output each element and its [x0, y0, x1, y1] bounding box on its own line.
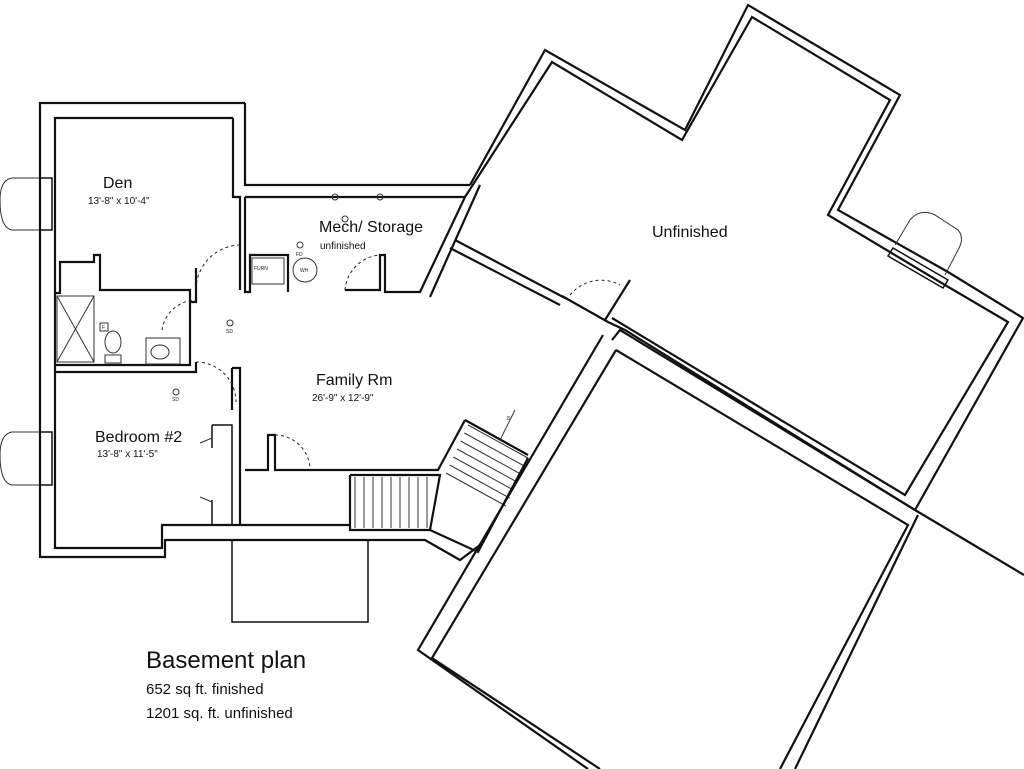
- family-south-wall: [245, 433, 310, 472]
- den-bath-partition: [55, 253, 198, 304]
- stair-arrow: [499, 409, 516, 441]
- den-east-wall: [243, 103, 470, 187]
- west-wing-walls: [38, 101, 470, 559]
- stair-tread: [464, 432, 525, 467]
- east-wing-walls: [416, 3, 1024, 769]
- stair-label: 8: [507, 416, 510, 422]
- east-window-frame: [886, 246, 950, 290]
- den-east-wall-inner: [231, 118, 242, 290]
- caption-finished: 652 sq ft. finished: [146, 681, 264, 698]
- bedroom-name: Bedroom #2: [95, 429, 182, 446]
- unfinished-west-partition-2: [449, 247, 561, 306]
- furnace-label: FURN: [254, 266, 268, 272]
- stair-tread: [460, 440, 521, 475]
- bath-door-swing: [161, 299, 197, 331]
- bedroom-door-swing: [195, 361, 237, 403]
- family-name: Family Rm: [316, 372, 392, 389]
- toilet-tank: [104, 354, 122, 364]
- detector-mech: [341, 215, 349, 223]
- inner-wall-west: [53, 116, 245, 550]
- west-windows: [0, 177, 53, 486]
- family-south-east-wall: [464, 419, 529, 456]
- mech-south-wall: [345, 196, 466, 294]
- center-walls: [231, 184, 529, 623]
- east-window-well: [894, 211, 962, 276]
- smoke-detector-icon-2: [172, 388, 180, 396]
- closet-wall: [212, 424, 233, 525]
- furnace: [251, 257, 285, 285]
- plan-caption: Basement plan 652 sq ft. finished 1201 s…: [146, 647, 306, 722]
- bedroom-dims: 13'-8" x 11'-5": [97, 449, 158, 460]
- unfinished-name: Unfinished: [652, 224, 728, 241]
- stair-edge: [429, 457, 529, 554]
- stair-tread: [445, 472, 507, 507]
- smoke-detectors: SD SD: [172, 319, 234, 403]
- stair-tread: [456, 448, 518, 483]
- vent-1: [331, 193, 339, 201]
- water-heater: [292, 257, 318, 283]
- bedroom-window: [39, 431, 53, 486]
- den-window: [39, 177, 53, 231]
- mech-fixtures: FURN WH FD: [251, 193, 384, 285]
- fan-label: F: [102, 325, 105, 331]
- stair-tread: [467, 424, 529, 459]
- den-name: Den: [103, 175, 132, 192]
- bath-bedroom-partition: [55, 302, 192, 367]
- caption-title: Basement plan: [146, 647, 306, 674]
- den-dims: 13'-8" x 10'-4": [88, 196, 150, 207]
- unfinished-west-partition: [454, 239, 566, 299]
- water-heater-label: WH: [300, 268, 309, 274]
- family-dims: 26'-9" x 12'-9": [312, 393, 374, 404]
- bath-fixtures: F: [56, 295, 181, 365]
- closet-door-leaf: [199, 437, 213, 444]
- south-outer-wall: [232, 538, 481, 562]
- family-south-wall-2: [310, 419, 466, 472]
- sink-icon: [150, 344, 170, 360]
- family-door-swing: [274, 434, 311, 471]
- den-window-well: [0, 177, 40, 231]
- unfinished-outer-wall: [469, 3, 1024, 512]
- shower-diag-2: [56, 295, 95, 363]
- mech-name: Mech/ Storage: [319, 219, 423, 236]
- stair-tread: [453, 456, 514, 491]
- shower: [56, 295, 95, 363]
- caption-unfinished: 1201 sq. ft. unfinished: [146, 705, 293, 722]
- outer-wall-west: [38, 101, 245, 559]
- smoke-detector-icon: [226, 319, 234, 327]
- exterior-patio: [231, 539, 369, 623]
- stair-treads: [354, 424, 529, 554]
- mech-west-wall: [243, 197, 290, 294]
- bedroom-window-well: [0, 431, 40, 486]
- floor-drain-label: FD: [296, 252, 303, 258]
- room-labels: Den 13'-8" x 10'-4" Mech/ Storage unfini…: [88, 175, 728, 460]
- bath-bedroom-partition-2: [55, 362, 198, 374]
- bay-outer-wall-2: [611, 328, 1024, 576]
- smoke-detector-label: SD: [226, 329, 233, 335]
- mech-door-swing: [344, 254, 381, 291]
- mech-note: unfinished: [320, 241, 366, 252]
- bay-outer-wall: [416, 334, 604, 769]
- floor-drain: [296, 241, 304, 249]
- bay-inner-wall-2: [615, 349, 910, 769]
- den-door-swing: [195, 244, 241, 291]
- vent-2: [376, 193, 384, 201]
- fan-icon: [99, 322, 109, 332]
- bay-inner-wall: [430, 349, 617, 769]
- toilet-icon: [104, 330, 122, 354]
- unfinished-inner-wall: [464, 15, 1010, 497]
- east-window: [886, 211, 962, 290]
- door-swings: [161, 244, 621, 471]
- closet-door-leaf-2: [199, 496, 213, 503]
- smoke-detector-label-2: SD: [172, 397, 179, 403]
- bedroom-east-wall: [232, 366, 242, 525]
- unfinished-stub: [604, 279, 631, 321]
- stair-tread: [449, 464, 510, 499]
- bay-east-wall: [794, 514, 919, 769]
- vanity: [145, 337, 181, 365]
- unfinished-door-swing: [569, 279, 621, 296]
